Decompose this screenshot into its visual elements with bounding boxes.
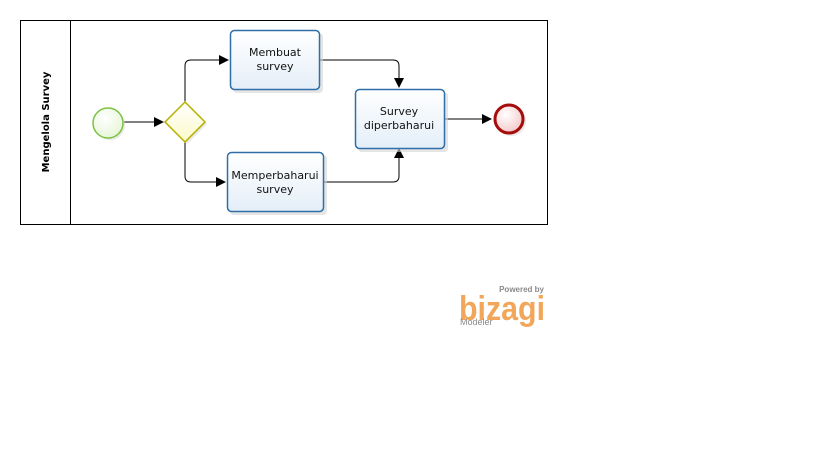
lane-label: Mengelola Survey bbox=[41, 71, 52, 172]
bizagi-watermark: Powered by bizagi Modeler bbox=[459, 285, 545, 328]
modeler-text: Modeler bbox=[460, 317, 493, 327]
bizagi-wordmark: bizagi bbox=[459, 290, 545, 328]
task-label-line1: Memperbaharui bbox=[231, 169, 318, 182]
flow-membuat-to-diperbaharui[interactable] bbox=[320, 59, 404, 88]
task-memperbaharui-survey[interactable]: Memperbaharui survey bbox=[226, 151, 328, 216]
task-label-line2: survey bbox=[256, 183, 294, 196]
sequence-flows bbox=[124, 55, 492, 187]
task-label-line2: survey bbox=[256, 60, 294, 73]
flow-memperbaharui-to-diperbaharui[interactable] bbox=[324, 148, 404, 183]
end-event[interactable] bbox=[493, 103, 526, 136]
task-survey-diperbaharui[interactable]: Survey diperbaharui bbox=[354, 88, 449, 153]
exclusive-gateway[interactable] bbox=[163, 100, 207, 144]
flow-gateway-to-memperbaharui[interactable] bbox=[184, 142, 226, 187]
powered-by-text: Powered by bbox=[499, 285, 544, 294]
task-label-line1: Membuat bbox=[249, 46, 302, 59]
flow-gateway-to-membuat[interactable] bbox=[184, 55, 229, 102]
task-label-line2: diperbaharui bbox=[364, 119, 434, 132]
task-membuat-survey[interactable]: Membuat survey bbox=[229, 29, 324, 94]
task-label-line1: Survey bbox=[380, 105, 419, 118]
start-event[interactable] bbox=[92, 107, 125, 140]
